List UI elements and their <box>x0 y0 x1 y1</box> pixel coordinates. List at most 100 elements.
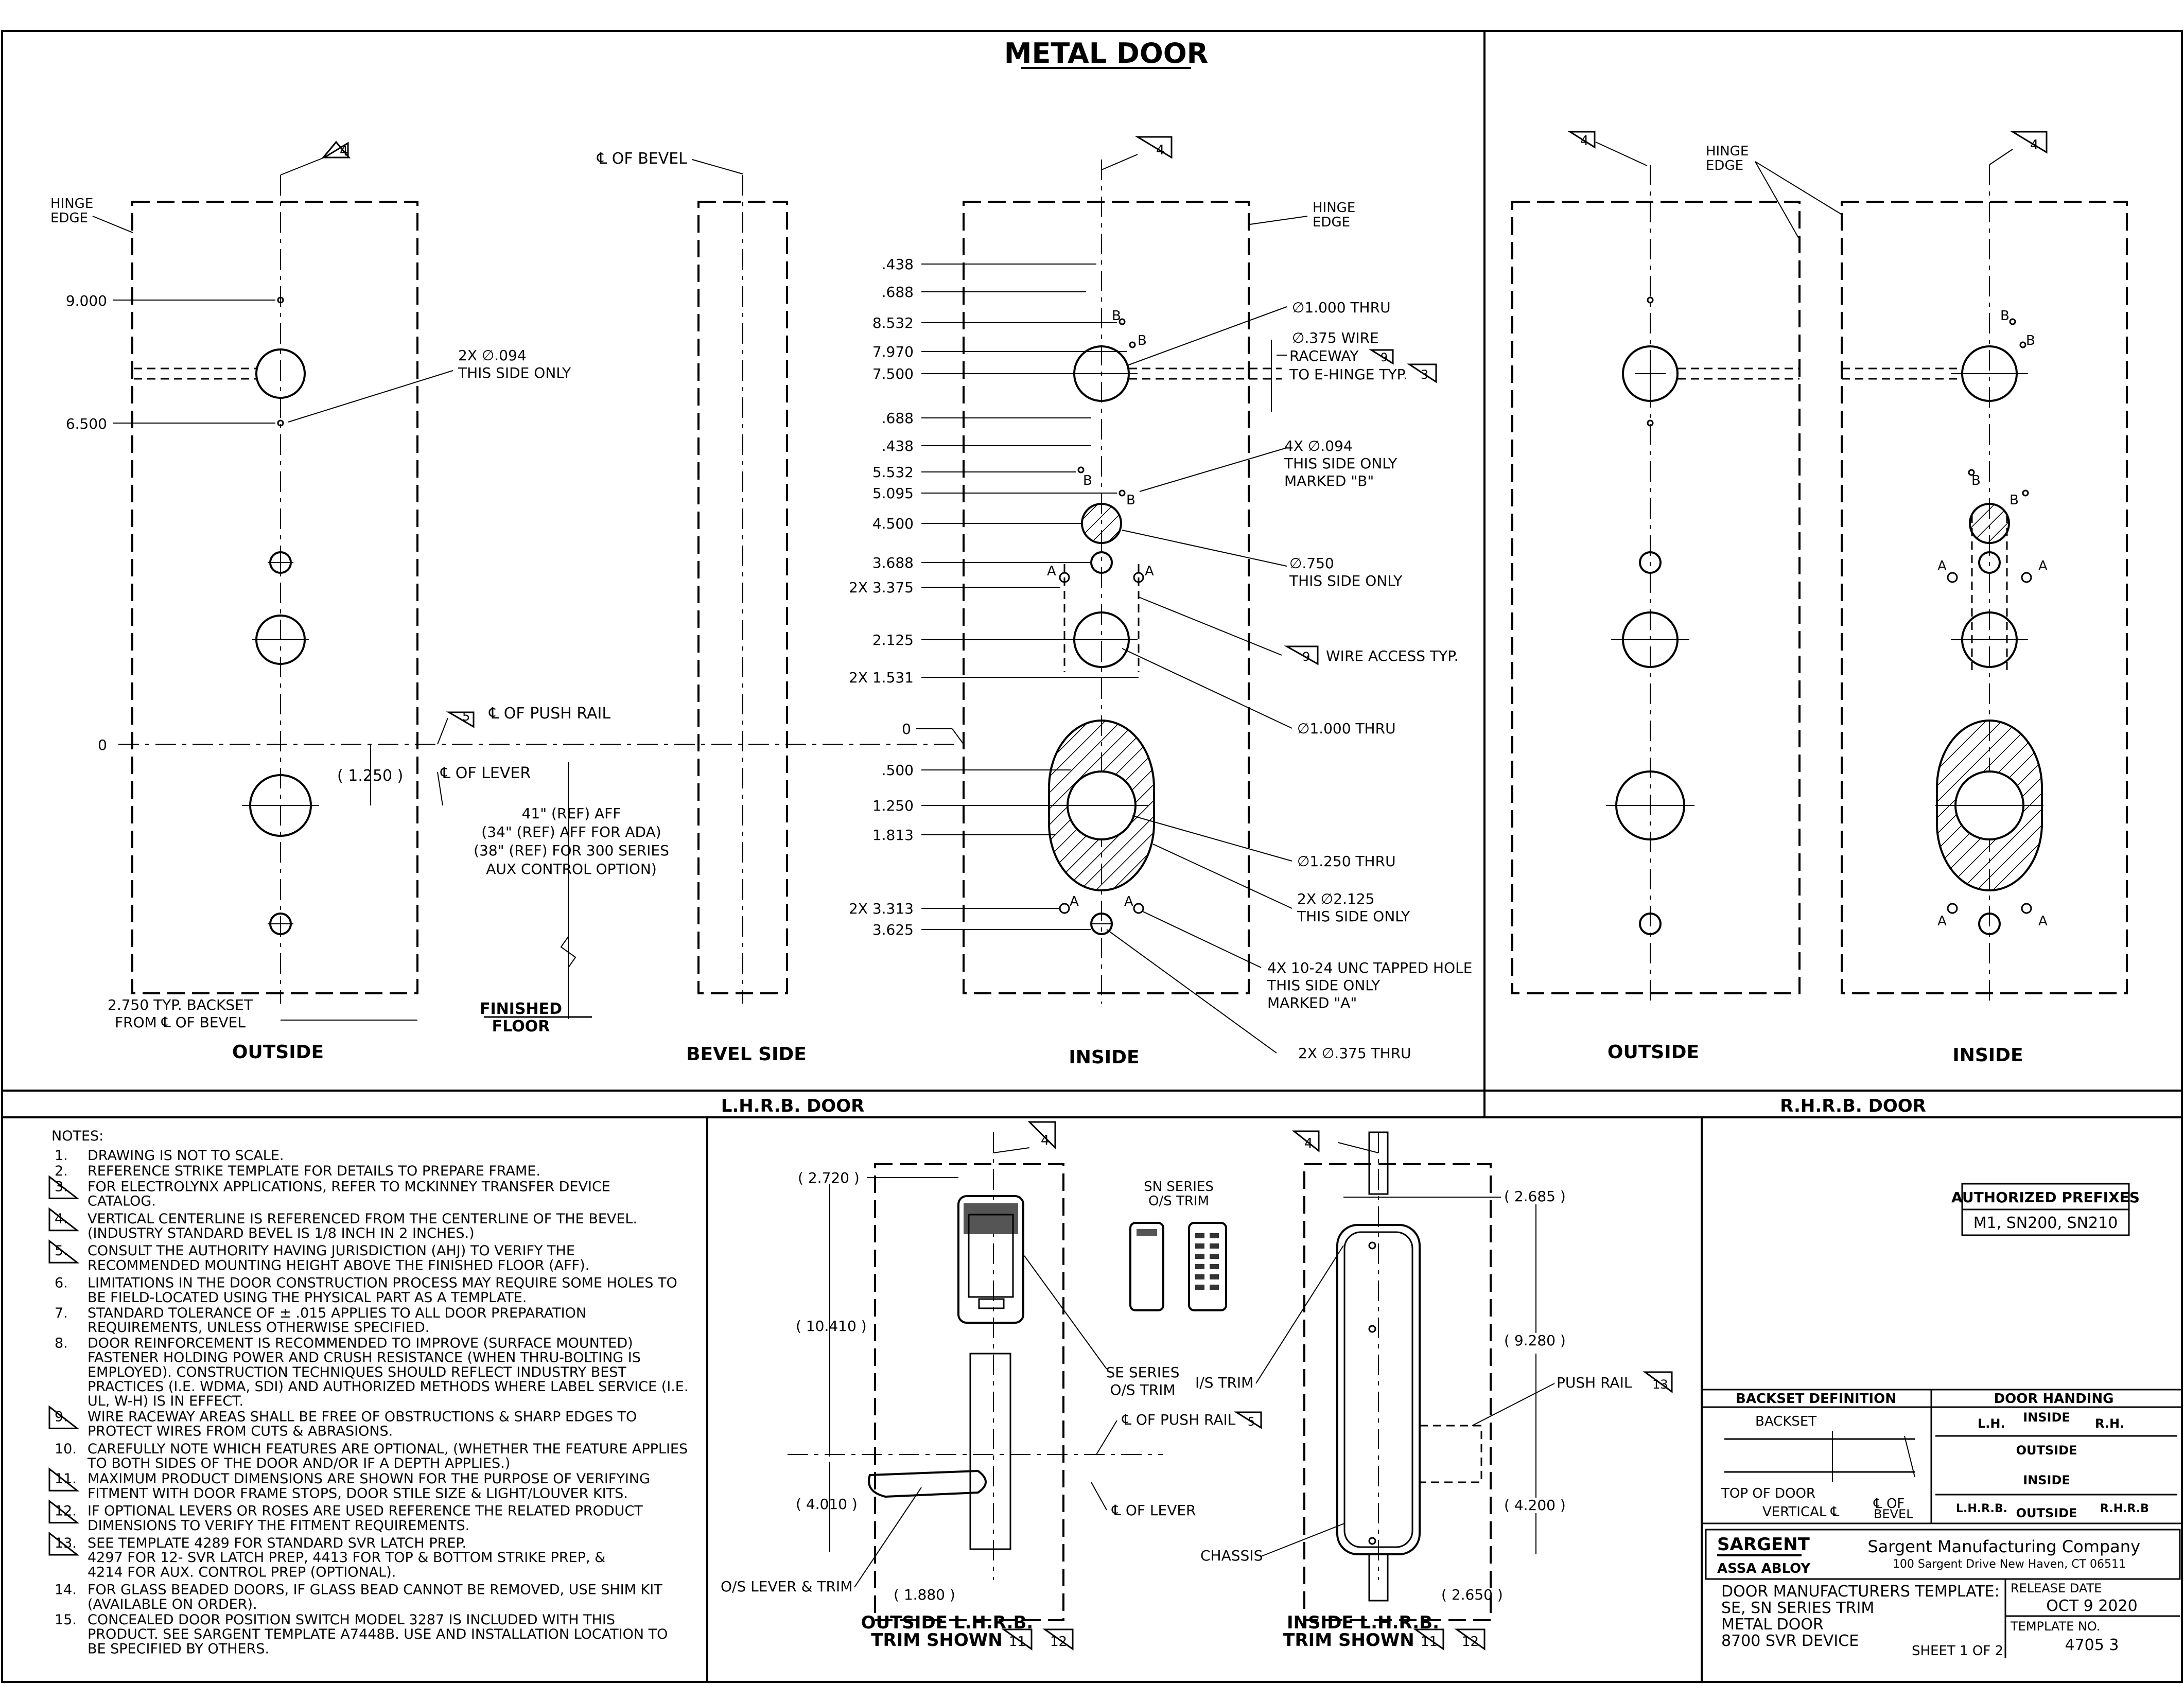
inside-note-wire-3: TO E-HINGE TYP. <box>1289 366 1408 383</box>
note-13-line-1: SEE TEMPLATE 4289 FOR STANDARD SVR LATCH… <box>88 1535 466 1551</box>
note-12-line-2: DIMENSIONS TO VERIFY THE FITMENT REQUIRE… <box>88 1518 469 1534</box>
inside-note-thru3: ∅1.250 THRU <box>1297 853 1396 870</box>
bevel-view-label: BEVEL SIDE <box>686 1044 807 1065</box>
inside-dim-17: 1.250 <box>872 797 914 814</box>
note-6-number: 6. <box>55 1275 68 1291</box>
template-number: 4705 3 <box>2065 1636 2119 1654</box>
outside-mark-4: 4 <box>340 144 348 159</box>
note-5-flag-icon <box>48 1239 80 1264</box>
trim-outside-dim-2: ( 10.410 ) <box>796 1318 867 1335</box>
note-1-line-1: DRAWING IS NOT TO SCALE. <box>88 1148 284 1164</box>
outside-dim-6500: 6.500 <box>66 415 107 432</box>
inside-note-wire-1: ∅.375 WIRE <box>1292 329 1379 346</box>
note-14-line-1: FOR GLASS BEADED DOORS, IF GLASS BEAD CA… <box>88 1582 662 1598</box>
assa-logo: ASSA ABLOY <box>1717 1561 1811 1576</box>
handing-lh: L.H. <box>1978 1416 2005 1431</box>
auth-prefixes-heading: AUTHORIZED PREFIXES <box>1951 1189 2140 1206</box>
note-15-line-3: BE SPECIFIED BY OTHERS. <box>88 1641 269 1657</box>
company-name: Sargent Manufacturing Company <box>1867 1537 2140 1556</box>
inside-dim-7: .438 <box>882 437 914 454</box>
note-8-number: 8. <box>55 1335 68 1351</box>
outside-hole-note-2: THIS SIDE ONLY <box>458 364 571 381</box>
lhrb-bevel-view: ℄ OF BEVEL BEVEL SIDE <box>597 150 807 1065</box>
inside-letter-a-3: A <box>1070 894 1079 909</box>
rhrb-inside-mark-4: 4 <box>2030 137 2039 153</box>
trim-inside-dim-4: ( 2.650 ) <box>1441 1586 1503 1603</box>
lhrb-outside-view: 9.000 6.500 0 HINGE EDGE 4 2X ∅.094 THIS… <box>50 141 957 1063</box>
note-15-line-2: PRODUCT. SEE SARGENT TEMPLATE A7448B. US… <box>88 1626 668 1642</box>
notes-heading: NOTES: <box>51 1128 103 1144</box>
doc-title-3: METAL DOOR <box>1721 1616 1824 1634</box>
trim-outside-dim-3: ( 4.010 ) <box>796 1496 858 1513</box>
trim-outside-mark-11: 11 <box>1009 1634 1026 1650</box>
rhrb-letter-a-1: A <box>1937 558 1947 574</box>
inside-note-d750-1: ∅.750 <box>1289 555 1334 572</box>
inside-note-d2125-2: THIS SIDE ONLY <box>1297 908 1410 925</box>
inside-letter-a-4: A <box>1124 894 1133 909</box>
trim-inside-chassis: CHASSIS <box>1200 1547 1263 1564</box>
inside-dim-12: 2X 3.375 <box>849 579 914 596</box>
inside-note-d750-2: THIS SIDE ONLY <box>1289 572 1403 589</box>
inside-dim-2: .688 <box>882 284 914 301</box>
inside-hinge-edge-2: EDGE <box>1313 215 1350 230</box>
lhrb-section-label: L.H.R.B. DOOR <box>721 1096 865 1116</box>
inside-note-d2125-1: 2X ∅2.125 <box>1297 890 1374 907</box>
note-7-line-2: REQUIREMENTS, UNLESS OTHERWISE SPECIFIED… <box>88 1320 429 1336</box>
release-date: OCT 9 2020 <box>2046 1597 2137 1615</box>
inside-note-tapped-2: THIS SIDE ONLY <box>1267 977 1381 994</box>
title-block: AUTHORIZED PREFIXES M1, SN200, SN210 BAC… <box>1701 1183 2183 1659</box>
note-6-line-1: LIMITATIONS IN THE DOOR CONSTRUCTION PRO… <box>88 1275 677 1291</box>
handing-inside-1: INSIDE <box>2023 1410 2070 1425</box>
inside-note-d375: 2X ∅.375 THRU <box>1298 1045 1411 1062</box>
trim-inside-dim-2: ( 9.280 ) <box>1504 1332 1566 1349</box>
inside-view-label: INSIDE <box>1069 1047 1139 1068</box>
note-7-line-1: STANDARD TOLERANCE OF ± .015 APPLIES TO … <box>88 1305 586 1321</box>
inside-dim-18: 1.813 <box>872 827 914 844</box>
note-13-number: 13. <box>55 1535 77 1551</box>
trim-inside-push-rail-mark: 13 <box>1652 1377 1668 1392</box>
inside-note-tapped-1: 4X 10-24 UNC TAPPED HOLE <box>1267 959 1472 976</box>
trim-outside-mark-4: 4 <box>1041 1133 1050 1148</box>
outside-hinge-edge-2: EDGE <box>50 210 88 226</box>
rhrb-hinge-edge-2: EDGE <box>1706 158 1743 173</box>
backset-label: BACKSET <box>1755 1414 1816 1429</box>
se-series-2: O/S TRIM <box>1110 1381 1175 1398</box>
doc-title-4: 8700 SVR DEVICE <box>1721 1632 1859 1650</box>
inside-dim-3: 8.532 <box>872 314 914 331</box>
note-8-line-3: EMPLOYED). CONSTRUCTION TECHNIQUES SHOUL… <box>88 1364 626 1380</box>
inside-dim-20: 3.625 <box>872 921 914 938</box>
finished-floor-1: FINISHED <box>480 1000 562 1018</box>
trim-outside-lever-trim: O/S LEVER & TRIM <box>721 1578 852 1595</box>
note-10-line-1: CAREFULLY NOTE WHICH FEATURES ARE OPTION… <box>88 1441 688 1457</box>
note-7-number: 7. <box>55 1305 68 1321</box>
trim-inside-mark-12: 12 <box>1462 1634 1479 1650</box>
outside-view-label: OUTSIDE <box>232 1042 324 1063</box>
inside-note-wire-access-mark: 9 <box>1302 650 1310 664</box>
trim-outside-pushrail-label: ℄ OF PUSH RAIL <box>1122 1411 1236 1428</box>
trim-inside-mark-4: 4 <box>1304 1136 1313 1151</box>
inside-dim-8: 5.532 <box>872 464 914 481</box>
note-13-line-3: 4214 FOR AUX. CONTROL PREP (OPTIONAL). <box>88 1564 396 1580</box>
outside-hole-note-1: 2X ∅.094 <box>458 347 527 364</box>
trim-inside-caption-1: INSIDE L.H.R.B. <box>1287 1612 1439 1633</box>
outside-aff-4: AUX CONTROL OPTION) <box>486 861 657 878</box>
rhrb-letter-b-4: B <box>2010 493 2019 508</box>
note-2-number: 2. <box>55 1163 68 1179</box>
rhrb-letter-a-4: A <box>2038 914 2048 929</box>
doc-title-1: DOOR MANUFACTURERS TEMPLATE: <box>1721 1583 2000 1601</box>
inside-dim-16: .500 <box>882 762 914 779</box>
handing-rh: R.H. <box>2095 1416 2124 1431</box>
note-1-number: 1. <box>55 1148 68 1164</box>
inside-note-thru1: ∅1.000 THRU <box>1292 299 1391 316</box>
note-4-line-1: VERTICAL CENTERLINE IS REFERENCED FROM T… <box>88 1211 637 1227</box>
vertical-cl-label: VERTICAL ℄ <box>1762 1504 1840 1520</box>
note-14-number: 14. <box>55 1582 77 1598</box>
rhrb-views: 4 OUTSIDE A A A A B B B <box>1511 131 2128 1066</box>
rhrb-letter-b-3: B <box>1971 473 1981 488</box>
note-4-flag-icon <box>48 1207 80 1232</box>
note-15-line-1: CONCEALED DOOR POSITION SWITCH MODEL 328… <box>88 1612 615 1628</box>
note-3-line-2: CATALOG. <box>88 1194 156 1209</box>
lhrb-inside-view: 4 A A A A B B B B <box>849 136 1472 1068</box>
note-12-line-1: IF OPTIONAL LEVERS OR ROSES ARE USED REF… <box>88 1503 643 1519</box>
template-label: TEMPLATE NO. <box>2010 1619 2100 1634</box>
